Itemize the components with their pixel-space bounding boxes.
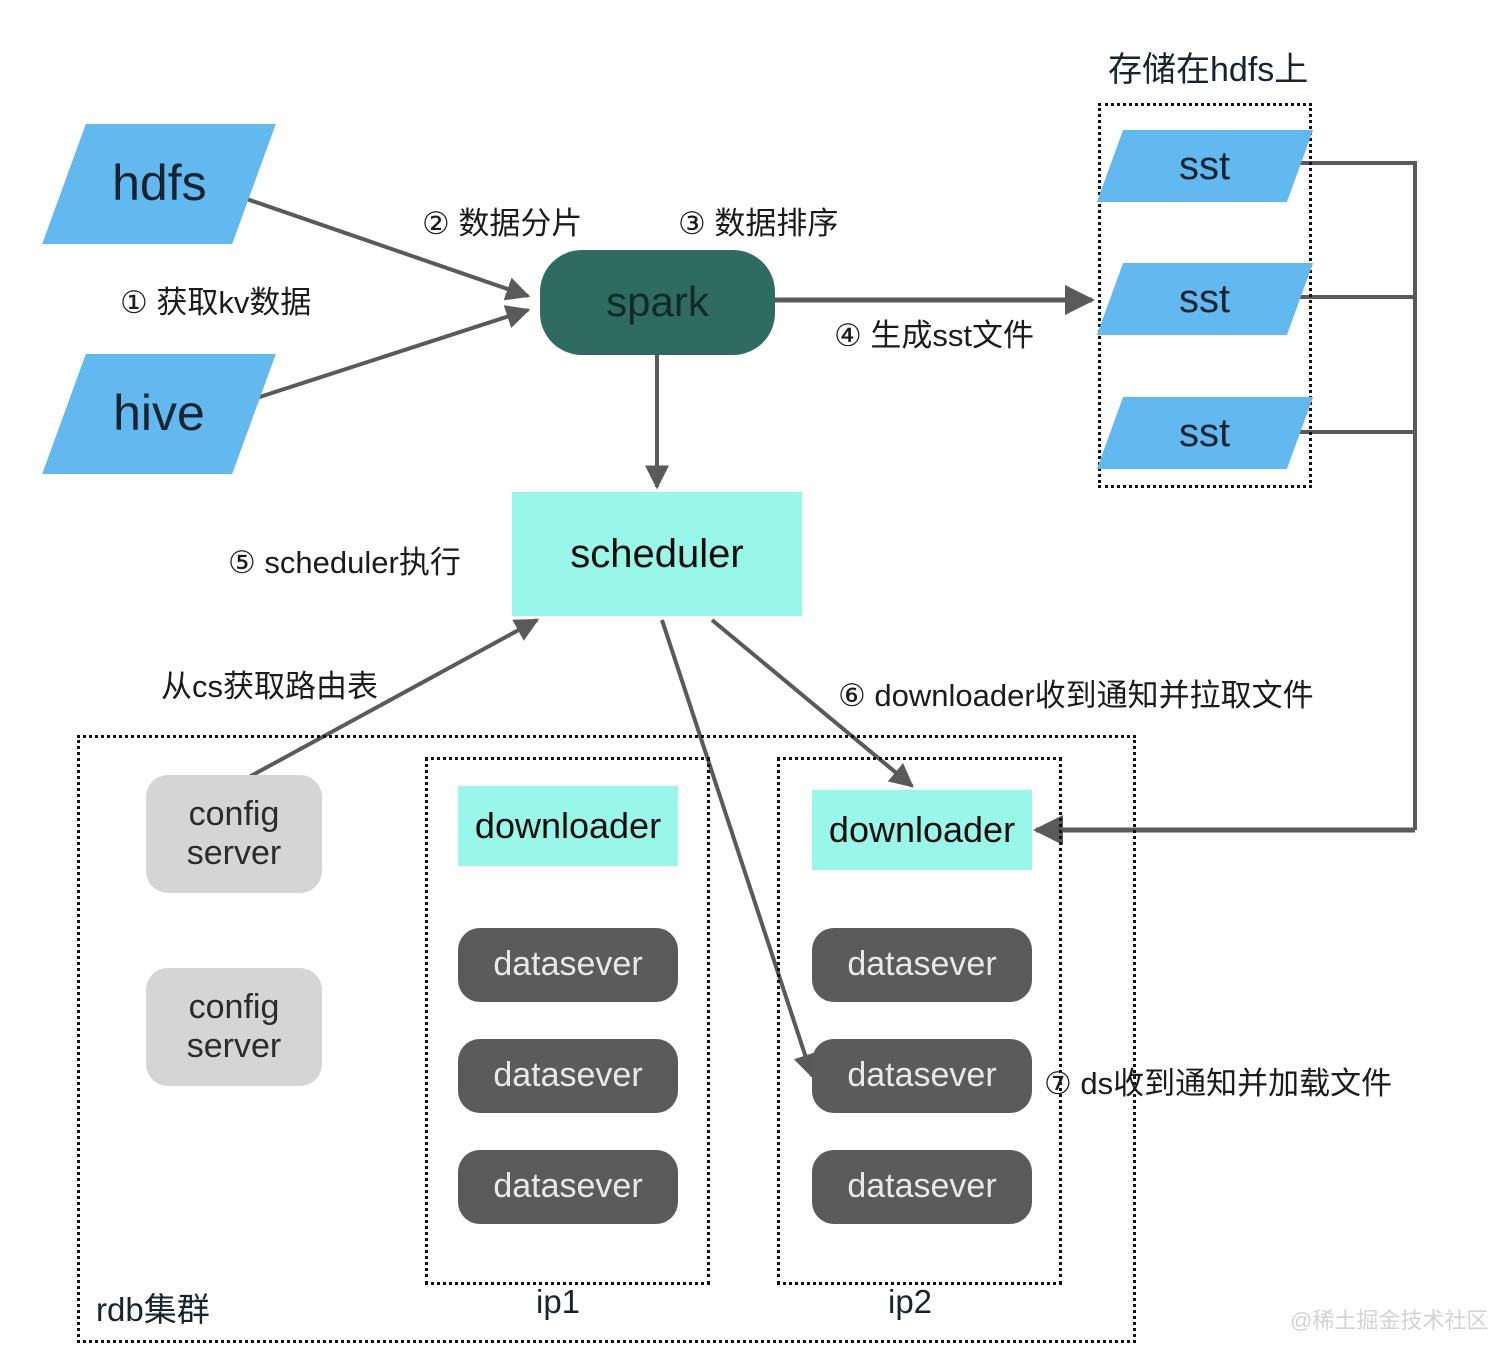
source-node-hive[interactable]: hive bbox=[42, 354, 276, 474]
downloader-node-ip2[interactable]: downloader bbox=[812, 790, 1032, 870]
host-footer-label-ip1: ip1 bbox=[536, 1283, 581, 1320]
edge-label-step4: ④ 生成sst文件 bbox=[834, 318, 1035, 353]
sst-group-container bbox=[1098, 103, 1312, 488]
downloader-node-ip1[interactable]: downloader bbox=[458, 786, 678, 866]
source-label-hdfs: hdfs bbox=[111, 155, 207, 212]
host-footer-label-ip2: ip2 bbox=[888, 1283, 933, 1320]
dataserver-label-ip1-1: datasever bbox=[493, 945, 643, 984]
dataserver-node-ip2-3[interactable]: datasever bbox=[812, 1150, 1032, 1224]
scheduler-node[interactable]: scheduler bbox=[512, 492, 802, 616]
edge-label-route-table: 从cs获取路由表 bbox=[161, 669, 378, 704]
processor-node-spark[interactable]: spark bbox=[540, 250, 775, 355]
scheduler-label: scheduler bbox=[570, 532, 744, 576]
config-server-label-2-line2: server bbox=[186, 1027, 282, 1065]
cluster-footer-label: rdb集群 bbox=[96, 1291, 210, 1328]
edge-label-step7: ⑦ ds收到通知并加载文件 bbox=[1044, 1066, 1393, 1101]
sst-label-2: sst bbox=[1179, 277, 1231, 321]
host-container-ip2 bbox=[777, 757, 1062, 1285]
rdb-cluster-container bbox=[77, 735, 1136, 1343]
dataserver-node-ip1-3[interactable]: datasever bbox=[458, 1150, 678, 1224]
edge-label-step5: ⑤ scheduler执行 bbox=[228, 545, 461, 580]
sst-node-1[interactable]: sst bbox=[1096, 130, 1314, 202]
config-server-label-1-line2: server bbox=[186, 834, 282, 872]
edge-hive-to-spark bbox=[237, 305, 531, 406]
dataserver-label-ip1-3: datasever bbox=[493, 1167, 643, 1206]
downloader-label-ip2: downloader bbox=[828, 809, 1016, 851]
dataserver-label-ip2-1: datasever bbox=[847, 945, 997, 984]
dataserver-label-ip2-3: datasever bbox=[847, 1167, 997, 1206]
config-server-label-2-line1: config bbox=[188, 987, 280, 1026]
sst-group-title: 存储在hdfs上 bbox=[1108, 51, 1309, 89]
processor-label: spark bbox=[606, 278, 709, 326]
source-label-hive: hive bbox=[113, 385, 205, 442]
dataserver-node-ip2-1[interactable]: datasever bbox=[812, 928, 1032, 1002]
edge-label-step1: ① 获取kv数据 bbox=[120, 285, 312, 320]
downloader-label-ip1: downloader bbox=[474, 805, 662, 847]
edge-label-step2: ② 数据分片 bbox=[422, 206, 583, 241]
host-container-ip1 bbox=[425, 757, 710, 1285]
config-server-label-1-line1: config bbox=[188, 794, 280, 833]
dataserver-node-ip1-2[interactable]: datasever bbox=[458, 1039, 678, 1113]
dataserver-label-ip2-2: datasever bbox=[847, 1056, 997, 1095]
sst-label-1: sst bbox=[1179, 144, 1231, 188]
edge-label-step3: ③ 数据排序 bbox=[678, 206, 839, 241]
edge-label-step6: ⑥ downloader收到通知并拉取文件 bbox=[838, 678, 1314, 713]
dataserver-node-ip2-2[interactable]: datasever bbox=[812, 1039, 1032, 1113]
sst-node-3[interactable]: sst bbox=[1096, 397, 1314, 469]
sst-label-3: sst bbox=[1179, 411, 1231, 455]
sst-node-2[interactable]: sst bbox=[1096, 263, 1314, 335]
dataserver-node-ip1-1[interactable]: datasever bbox=[458, 928, 678, 1002]
source-node-hdfs[interactable]: hdfs bbox=[42, 124, 276, 244]
config-server-node-1[interactable]: config server bbox=[146, 775, 322, 893]
watermark: @稀土掘金技术社区 bbox=[1290, 1308, 1489, 1333]
config-server-node-2[interactable]: config server bbox=[146, 968, 322, 1086]
dataserver-label-ip1-2: datasever bbox=[493, 1056, 643, 1095]
